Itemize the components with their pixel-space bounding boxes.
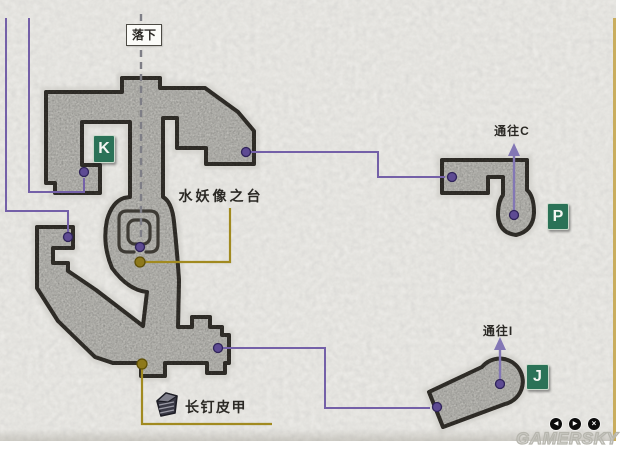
to-i-label: 通往I: [482, 324, 514, 338]
room-badge-p: P: [547, 203, 569, 230]
page-edge-line: [613, 18, 616, 442]
right-margin: [616, 0, 620, 452]
exit-arrows: [494, 143, 520, 380]
gamersky-watermark: GAMERSKY: [515, 428, 619, 448]
room-badge-k: K: [93, 135, 115, 163]
prev-image-button[interactable]: ◀: [550, 418, 562, 430]
main-complex-room-k: [35, 76, 256, 378]
next-image-button[interactable]: ▶: [569, 418, 581, 430]
treasure-label: 长钉皮甲: [185, 399, 247, 415]
statue-platform-label: 水妖像之台: [178, 188, 264, 204]
treasure-chest-icon: [156, 392, 178, 417]
item-lines: [140, 208, 272, 426]
route-dots: [62, 146, 520, 413]
bottom-margin: [0, 441, 620, 452]
close-button[interactable]: ×: [588, 418, 600, 430]
paper-bottom-shadow: [0, 429, 620, 441]
route-lines: [5, 18, 445, 409]
item-dots: [134, 256, 148, 370]
room-badge-j: J: [526, 364, 549, 390]
to-c-label: 通往C: [494, 124, 530, 138]
fall-label: 落下: [126, 24, 162, 46]
